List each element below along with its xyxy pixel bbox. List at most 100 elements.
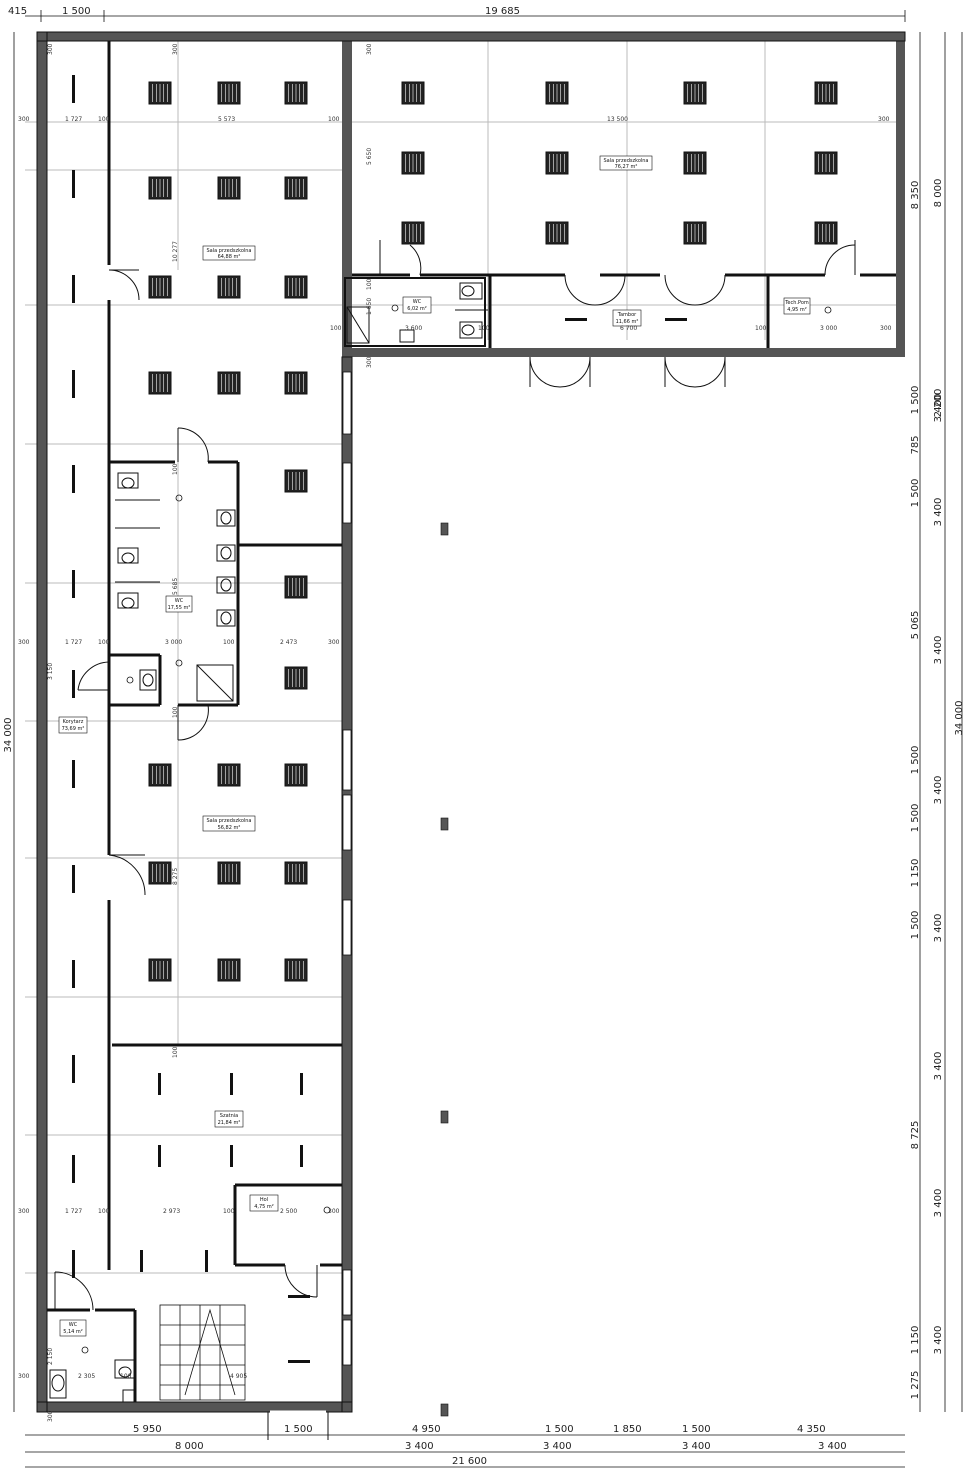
svg-text:3 400: 3 400	[933, 394, 944, 423]
svg-text:1 500: 1 500	[910, 746, 921, 775]
vent-grille	[284, 469, 308, 493]
svg-text:6 700: 6 700	[620, 325, 637, 332]
svg-text:56,82 m²: 56,82 m²	[218, 825, 241, 831]
svg-text:Szatnia: Szatnia	[220, 1113, 238, 1119]
vent-grille	[217, 958, 241, 982]
svg-text:3 000: 3 000	[165, 639, 182, 646]
svg-text:5 573: 5 573	[218, 116, 235, 123]
vent-grille	[401, 151, 425, 175]
svg-text:100: 100	[328, 116, 340, 123]
svg-text:100: 100	[755, 325, 767, 332]
svg-text:3 150: 3 150	[47, 663, 54, 680]
vent-grille	[217, 275, 241, 299]
svg-text:100: 100	[172, 706, 179, 718]
room-label-10: Hol 4,75 m²	[249, 1194, 279, 1212]
svg-text:1 500: 1 500	[545, 1424, 574, 1435]
interior-vertical-dimensions: 300 300 300 5 650 10 277 100 5 685 3 150…	[47, 43, 373, 1422]
corridor-marks	[72, 75, 75, 1278]
floor-drains	[81, 304, 832, 1354]
svg-text:300: 300	[18, 639, 30, 646]
bottom-dims-row1: 5 950 1 500 4 950 1 500 1 850 1 500 4 35…	[133, 1424, 826, 1435]
vent-grille	[148, 275, 172, 299]
svg-text:Tambor: Tambor	[617, 312, 637, 318]
svg-text:8 350: 8 350	[910, 181, 921, 210]
top-dim-c: 19 685	[485, 6, 520, 17]
svg-text:5 950: 5 950	[133, 1424, 162, 1435]
svg-text:1 150: 1 150	[910, 859, 921, 888]
svg-text:300: 300	[328, 1208, 340, 1215]
vent-grille	[284, 763, 308, 787]
svg-text:WC: WC	[175, 598, 184, 604]
room-label-8: Sala przedszkolna 56,82 m²	[202, 815, 256, 832]
room-label-7: Korytarz 73,69 m²	[58, 716, 88, 734]
right-dims-inner: 8 350 1 500 785 1 500 5 065 1 500 1 500 …	[910, 181, 944, 1400]
right-dim-outer: 34 000	[954, 701, 965, 736]
svg-text:6,02 m²: 6,02 m²	[407, 306, 427, 312]
svg-text:3 400: 3 400	[543, 1441, 572, 1452]
ventilation-grilles	[148, 81, 838, 982]
vent-grille	[284, 176, 308, 200]
vent-grille	[148, 763, 172, 787]
svg-text:2 150: 2 150	[47, 1348, 54, 1365]
svg-text:13 500: 13 500	[607, 116, 628, 123]
vent-grille	[545, 81, 569, 105]
wc-top-walls	[344, 277, 486, 347]
svg-text:100: 100	[366, 278, 373, 290]
svg-text:1 727: 1 727	[65, 1208, 82, 1215]
doors	[54, 240, 856, 1440]
svg-text:1 275: 1 275	[910, 1371, 921, 1400]
room-label-6: WC 17,55 m²	[165, 595, 193, 613]
vent-grille	[217, 861, 241, 885]
svg-text:1 150: 1 150	[910, 1326, 921, 1355]
svg-text:73,69 m²: 73,69 m²	[62, 726, 85, 732]
coat-racks	[140, 318, 687, 1363]
svg-text:8 000: 8 000	[175, 1441, 204, 1452]
courtyard-posts	[440, 522, 449, 1417]
room-label-4: Tambor 11,66 m²	[612, 309, 642, 327]
svg-text:WC: WC	[69, 1322, 78, 1328]
svg-text:5 685: 5 685	[172, 578, 179, 595]
svg-text:2 973: 2 973	[163, 1208, 180, 1215]
bottom-dimension-lines	[25, 1434, 905, 1468]
svg-text:5,14 m²: 5,14 m²	[63, 1329, 83, 1335]
windows-east	[342, 371, 352, 1366]
vent-grille	[683, 81, 707, 105]
vent-grille	[545, 221, 569, 245]
svg-text:1 727: 1 727	[65, 639, 82, 646]
svg-text:2 500: 2 500	[280, 1208, 297, 1215]
vent-grille	[217, 763, 241, 787]
svg-text:2 200: 2 200	[933, 389, 944, 418]
svg-text:5 650: 5 650	[366, 148, 373, 165]
vent-grille	[284, 81, 308, 105]
svg-text:Hol: Hol	[260, 1197, 268, 1203]
vent-grille	[401, 81, 425, 105]
vent-grille	[148, 958, 172, 982]
svg-text:100: 100	[172, 1046, 179, 1058]
svg-text:WC: WC	[413, 299, 422, 305]
room-label-3: WC 6,02 m²	[402, 296, 432, 314]
vent-grille	[217, 371, 241, 395]
svg-text:100: 100	[223, 1208, 235, 1215]
svg-text:100: 100	[172, 463, 179, 475]
vent-grille	[284, 275, 308, 299]
staircase	[159, 1304, 246, 1401]
svg-text:Sala przedszkolna: Sala przedszkolna	[206, 818, 251, 824]
svg-text:4 350: 4 350	[797, 1424, 826, 1435]
svg-text:4,75 m²: 4,75 m²	[254, 1204, 274, 1210]
svg-text:1 500: 1 500	[284, 1424, 313, 1435]
svg-text:3 400: 3 400	[818, 1441, 847, 1452]
vent-grille	[284, 958, 308, 982]
svg-text:300: 300	[366, 43, 373, 55]
svg-text:100: 100	[223, 639, 235, 646]
svg-text:3 400: 3 400	[933, 1052, 944, 1081]
vent-grille	[545, 151, 569, 175]
svg-text:100: 100	[120, 1373, 132, 1380]
bottom-dim-total: 21 600	[452, 1456, 487, 1467]
svg-text:300: 300	[47, 1410, 54, 1422]
vent-grille	[401, 221, 425, 245]
vent-grille	[148, 861, 172, 885]
svg-text:17,55 m²: 17,55 m²	[168, 605, 191, 611]
bottom-dims-row2: 8 000 3 400 3 400 3 400 3 400	[175, 1441, 847, 1452]
svg-text:300: 300	[880, 325, 892, 332]
svg-text:3 400: 3 400	[933, 776, 944, 805]
